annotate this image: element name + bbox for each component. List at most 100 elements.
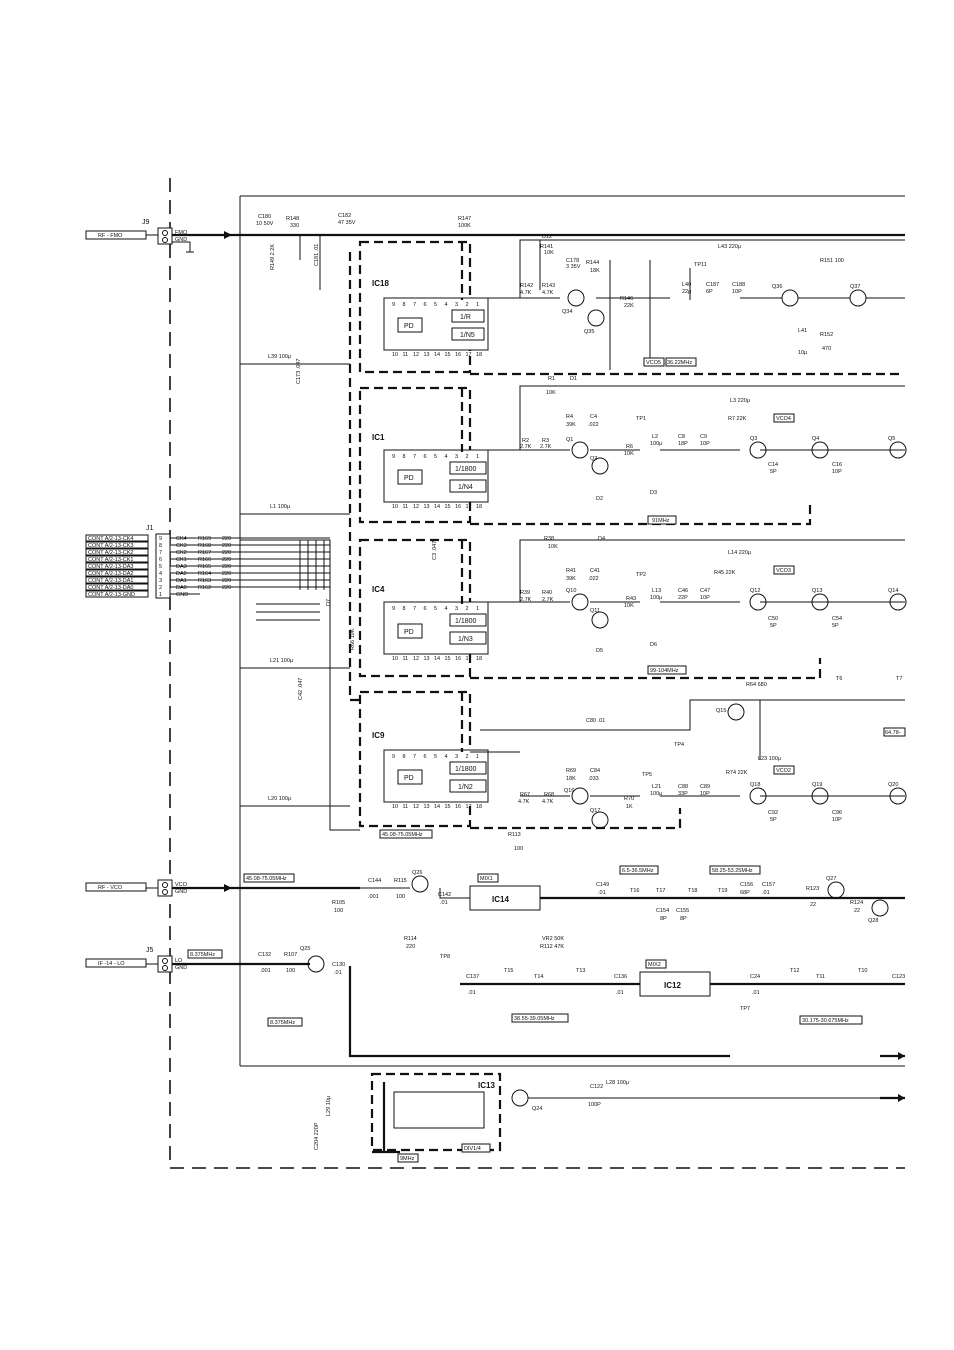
svg-text:C41: C41 — [590, 568, 600, 574]
svg-text:TP5: TP5 — [642, 772, 652, 778]
svg-text:Q2: Q2 — [590, 456, 597, 462]
svg-text:C154: C154 — [656, 908, 669, 914]
j1-pin-name: GND — [176, 592, 188, 598]
svg-text:C8: C8 — [678, 434, 685, 440]
svg-text:PD: PD — [404, 629, 414, 636]
ic-pin-bottom: 13 — [424, 352, 430, 358]
svg-text:2.7K: 2.7K — [540, 444, 552, 450]
svg-text:10P: 10P — [832, 469, 842, 475]
j9-signal: RF - FMO — [98, 233, 123, 239]
j1-pin-name: DA1 — [176, 578, 187, 584]
svg-text:.022: .022 — [588, 576, 599, 582]
svg-text:.01: .01 — [616, 990, 624, 996]
ic9-block: IC9 PD 1/1800 1/N2 — [358, 690, 489, 828]
svg-text:10P: 10P — [732, 289, 742, 295]
ic-pin-top: 4 — [445, 454, 448, 460]
svg-text:C157: C157 — [762, 882, 775, 888]
svg-text:.01: .01 — [752, 990, 760, 996]
svg-text:R141: R141 — [540, 244, 553, 250]
ic-pin-bottom: 16 — [455, 504, 461, 510]
svg-text:L29 10μ: L29 10μ — [326, 1096, 332, 1116]
ic-pin-top: 5 — [434, 754, 437, 760]
j1-signal: CONT A/2-13-CK1 — [88, 557, 133, 563]
svg-text:R38: R38 — [544, 536, 554, 542]
ic-pin-top: 9 — [392, 302, 395, 308]
ic-pin-top: 3 — [455, 606, 458, 612]
j1-signal: CONT A/2-13-CK2 — [88, 550, 133, 556]
svg-text:C204 220P: C204 220P — [314, 1122, 320, 1150]
r147-value: 100K — [458, 223, 471, 229]
svg-text:VCO3: VCO3 — [776, 568, 791, 574]
svg-text:C3 .047: C3 .047 — [432, 541, 438, 560]
j1-signal: CONT A/2-13-CK4 — [88, 536, 133, 542]
j1-resistor-value: 220 — [222, 536, 231, 542]
ic-pin-top: 6 — [424, 606, 427, 612]
svg-text:10K: 10K — [546, 390, 556, 396]
svg-text:Q27: Q27 — [826, 876, 836, 882]
svg-text:R1: R1 — [548, 376, 555, 382]
svg-text:.01: .01 — [468, 990, 476, 996]
svg-text:C130: C130 — [332, 962, 345, 968]
svg-text:.022: .022 — [588, 422, 599, 428]
svg-text:R67: R67 — [520, 792, 530, 798]
j1-signal-box — [85, 555, 149, 563]
ic-pin-top: 6 — [424, 454, 427, 460]
svg-text:Q5: Q5 — [888, 436, 895, 442]
svg-text:L21: L21 — [652, 784, 661, 790]
svg-text:.01: .01 — [762, 890, 770, 896]
connector-j9: J9 RF - FMO FMO GND — [85, 219, 905, 253]
ic-pin-bottom: 15 — [445, 352, 451, 358]
c180-label: C180 — [258, 214, 271, 220]
svg-text:6P: 6P — [706, 289, 713, 295]
ic-pin-bottom: 10 — [392, 504, 398, 510]
svg-text:Q16: Q16 — [564, 788, 574, 794]
ic-pin-bottom: 17 — [466, 352, 472, 358]
svg-text:Q10: Q10 — [566, 588, 576, 594]
svg-text:100: 100 — [334, 908, 343, 914]
connector-rf-vco: RF - VCO VCO GND 45.08-75.05MHz — [85, 873, 360, 897]
dashed-boundary — [169, 178, 905, 1169]
svg-text:R74 22K: R74 22K — [726, 770, 748, 776]
ic-pin-bottom: 17 — [466, 504, 472, 510]
svg-text:470: 470 — [822, 346, 831, 352]
svg-text:R123: R123 — [806, 886, 819, 892]
j1-signal: CONT A/2-13-DA1 — [88, 578, 133, 584]
svg-text:2.7K: 2.7K — [520, 597, 532, 603]
j1-signal: CONT A/2-13-CK3 — [88, 543, 133, 549]
ic-pin-bottom: 11 — [403, 656, 409, 662]
svg-text:.033: .033 — [588, 776, 599, 782]
j1-signal: CONT A/2-13-DA3 — [88, 564, 133, 570]
svg-text:L21 100μ: L21 100μ — [270, 658, 293, 664]
svg-text:R7 22K: R7 22K — [728, 416, 747, 422]
svg-text:100μ: 100μ — [650, 791, 662, 797]
svg-text:R41: R41 — [566, 568, 576, 574]
svg-text:J5: J5 — [146, 947, 154, 954]
svg-text:1/1800: 1/1800 — [455, 766, 477, 773]
svg-text:IC12: IC12 — [664, 981, 681, 990]
j1-signal-box — [85, 569, 149, 577]
svg-text:L1 100μ: L1 100μ — [270, 504, 290, 510]
ic-pin-top: 8 — [403, 606, 406, 612]
j1-pin-name: CK4 — [176, 536, 187, 542]
svg-text:D6: D6 — [650, 642, 657, 648]
svg-text:22: 22 — [854, 908, 860, 914]
svg-text:R40: R40 — [542, 590, 552, 596]
ic-pin-bottom: 18 — [476, 352, 482, 358]
svg-text:C4: C4 — [590, 414, 597, 420]
svg-text:TP4: TP4 — [674, 742, 684, 748]
svg-text:R69: R69 — [566, 768, 576, 774]
svg-text:C132: C132 — [258, 952, 271, 958]
ic-pin-top: 7 — [413, 606, 416, 612]
svg-text:C178: C178 — [566, 258, 579, 264]
ic-pin-top: 1 — [476, 606, 479, 612]
svg-text:6.5-36.5MHz: 6.5-36.5MHz — [622, 868, 654, 874]
svg-text:10K: 10K — [548, 544, 558, 550]
svg-text:T16: T16 — [630, 888, 639, 894]
svg-text:91MHz: 91MHz — [652, 518, 670, 524]
svg-text:1K: 1K — [626, 804, 633, 810]
r148-label: R148 — [286, 216, 299, 222]
svg-text:5P: 5P — [770, 469, 777, 475]
svg-text:TP2: TP2 — [636, 572, 646, 578]
